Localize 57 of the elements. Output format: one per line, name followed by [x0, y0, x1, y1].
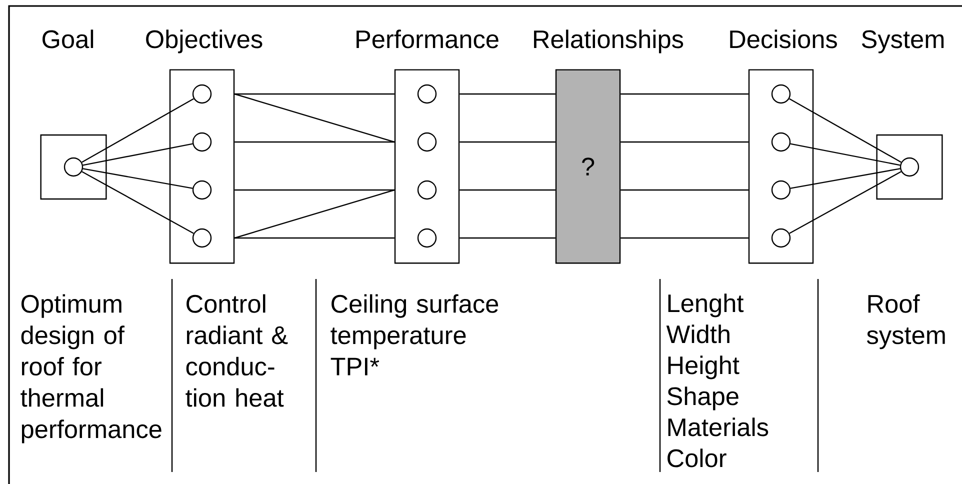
description-text: Control radiant & conduc-tion heat: [186, 294, 288, 407]
connector: [82, 98, 194, 163]
connector: [234, 189, 394, 191]
column-heading: Performance: [356, 30, 498, 48]
connector: [82, 143, 193, 166]
connector: [620, 141, 748, 143]
connector: [82, 171, 194, 234]
connector: [790, 143, 900, 166]
circle: [192, 84, 212, 104]
description-text: Ceiling surface temperature TPI*: [330, 294, 498, 376]
column-heading: System: [862, 30, 944, 54]
connector: [460, 141, 556, 143]
circle: [192, 180, 212, 200]
shaded-box: ?: [555, 69, 621, 264]
column-box: [169, 69, 235, 264]
connector: [234, 141, 394, 143]
column-box: [40, 134, 107, 200]
column-heading: Objectives: [146, 30, 262, 54]
list-item: Width: [666, 324, 730, 344]
connector: [789, 98, 902, 163]
connector: [620, 189, 748, 191]
circle: [771, 84, 791, 104]
circle: [771, 180, 791, 200]
connector: [234, 93, 395, 143]
circle: [417, 180, 437, 200]
circle: [417, 228, 437, 248]
description-text: Optimum design of roof for thermal performance: [20, 294, 162, 444]
connector: [620, 93, 748, 95]
list-item: Materials: [668, 418, 768, 436]
column-box: [876, 134, 943, 200]
connector: [460, 189, 556, 191]
column-box: [748, 69, 814, 264]
connector: [234, 93, 394, 95]
column-heading: Decisions: [730, 30, 837, 48]
connector: [790, 168, 900, 189]
connector: [789, 171, 902, 234]
list-item: Lenght: [668, 294, 744, 318]
circle: [417, 84, 437, 104]
description-text: Roof system: [866, 294, 945, 350]
list-item: Height: [668, 356, 740, 380]
list-item: Color: [668, 448, 726, 468]
circle: [771, 132, 791, 152]
circle: [417, 132, 437, 152]
circle: [771, 228, 791, 248]
circle: [64, 157, 84, 177]
column-heading: Goal: [42, 30, 94, 48]
circle: [192, 132, 212, 152]
circle: [192, 228, 212, 248]
connector: [620, 237, 748, 239]
circle: [900, 157, 920, 177]
column-box: [394, 69, 460, 264]
list-item: Shape: [667, 386, 738, 410]
connector: [460, 93, 556, 95]
connector: [82, 168, 193, 189]
connector: [234, 237, 394, 239]
connector: [234, 189, 395, 239]
connector: [460, 237, 556, 239]
